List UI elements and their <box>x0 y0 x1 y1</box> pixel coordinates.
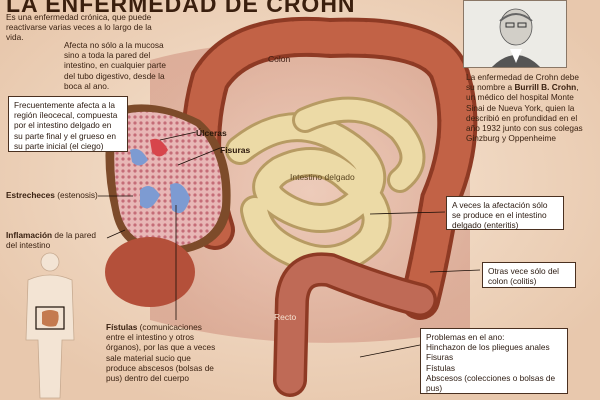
label-intestino-delgado: Intestino delgado <box>290 172 355 182</box>
cecum <box>105 237 195 307</box>
portrait-photo-icon <box>463 0 567 68</box>
anal-problem-item: Fístulas <box>426 362 456 373</box>
ileocecal-inflamed-region <box>105 104 231 255</box>
label-colon: Colon <box>268 54 291 64</box>
colitis-note-box: Otras vece sólo del colon (colitis) <box>482 262 576 288</box>
rectum <box>276 255 434 394</box>
mucosa-note: Afecta no sólo a la mucosa sino a toda l… <box>64 40 166 91</box>
anal-problems-box: Problemas en el ano: Hinchazon de los pl… <box>420 328 568 394</box>
anal-problem-item: Abscesos (colecciones o bolsas de pus) <box>426 372 556 394</box>
fistulas-label: Fístulas (comunicaciones entre el intest… <box>106 322 216 384</box>
colon-haustra <box>185 20 474 316</box>
page-title: LA ENFERMEDAD DE CROHN <box>6 0 356 17</box>
inflamacion-label: Inflamación de la pared del intestino <box>6 230 96 251</box>
label-fisuras: Fisuras <box>220 145 251 155</box>
label-recto: Recto <box>274 312 297 322</box>
estrecheces-label: Estrecheces (estenosis) <box>6 190 98 200</box>
anal-problem-item: Hinchazon de los pliegues anales <box>426 342 550 353</box>
enteritis-note-box: A veces la afectación sólo se produce en… <box>446 196 564 230</box>
body-silhouette-icon <box>25 252 75 399</box>
biography-text: La enfermedad de Crohn debe su nombre a … <box>466 72 583 144</box>
anal-problem-item: Fisuras <box>426 352 454 363</box>
label-ulceras: Úlceras <box>196 128 227 138</box>
intro-text: Es una enfermedad crónica, que puede rea… <box>6 12 152 43</box>
ileocecal-note-box: Frecuentemente afecta a la región íleoce… <box>8 96 128 152</box>
anal-problems-heading: Problemas en el ano: <box>426 332 505 342</box>
